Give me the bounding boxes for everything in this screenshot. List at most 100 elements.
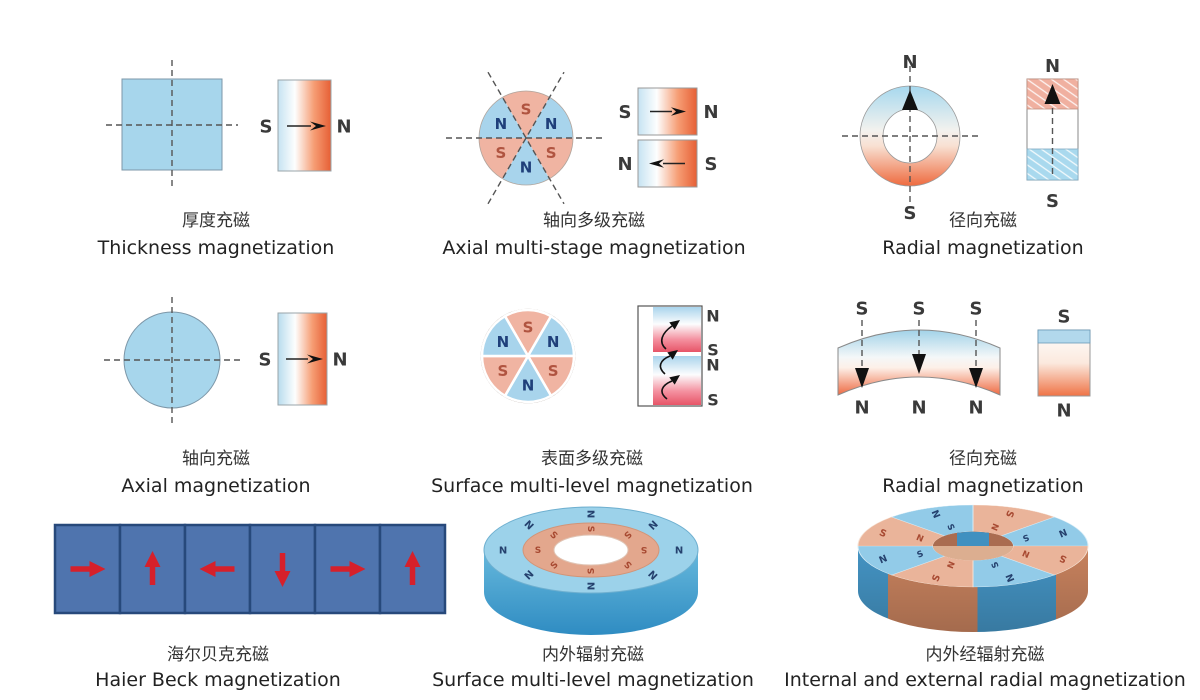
- sector-letter: S: [497, 362, 508, 380]
- sector-letter: S: [548, 362, 559, 380]
- panel2-label-en: Axial multi-stage magnetization: [442, 237, 746, 259]
- panel9-label-en: Internal and external radial magnetizati…: [784, 669, 1186, 691]
- pole-letter-s: S: [587, 568, 597, 574]
- pole-label-n: N: [336, 116, 351, 137]
- pole-letter: N: [914, 533, 924, 545]
- pole-label-s: S: [260, 116, 273, 137]
- inner-pole-letters: S S S S S S S S: [535, 526, 647, 574]
- rect-magnet: [1037, 329, 1091, 397]
- sector-letter: S: [495, 144, 506, 162]
- panel2-label-zh: 轴向多级充磁: [543, 211, 645, 231]
- arrow-left-icon: [649, 159, 685, 168]
- panel7-label-zh: 海尔贝克充磁: [167, 645, 269, 665]
- arrow-left-icon: [199, 561, 235, 577]
- pole-label-n: N: [332, 349, 347, 370]
- pole-letter: S: [944, 523, 956, 532]
- pole-letter-s: S: [621, 528, 633, 540]
- pole-letter-s: S: [623, 558, 635, 570]
- pole-label: S: [705, 154, 718, 175]
- pole-letter-n: N: [499, 546, 507, 557]
- ring-side-shading: [858, 546, 1088, 632]
- sector-letter: S: [523, 318, 534, 336]
- pole-letter: N: [878, 553, 890, 566]
- pole-letter: N: [988, 521, 1000, 531]
- arrow-right-icon: [330, 561, 366, 577]
- arrow-up-icon: [902, 90, 918, 110]
- pole-letter-n: N: [675, 544, 683, 555]
- outer-pole-letters: S N S N S N S N: [877, 508, 1068, 583]
- pole-letter: S: [1021, 531, 1030, 543]
- pole-label: S: [707, 341, 719, 360]
- pole-label: N: [617, 154, 632, 175]
- pole-label-n: N: [1056, 400, 1071, 421]
- ring-top-face: [857, 504, 1089, 588]
- arrow-down-icon: [855, 368, 869, 388]
- arrow-down-icon: [912, 354, 926, 374]
- pole-letter-s: S: [547, 530, 559, 542]
- pole-label: S: [707, 391, 719, 410]
- pole-label: N: [703, 102, 718, 123]
- arrow-right-icon: [286, 354, 323, 364]
- arrow-up-icon: [144, 551, 161, 585]
- pole-label: S: [619, 102, 632, 123]
- panel6-label-en: Radial magnetization: [882, 475, 1084, 497]
- panel1-label-en: Thickness magnetization: [97, 237, 335, 259]
- inner-pole-letters: N S N S N S N S: [914, 521, 1031, 570]
- pole-label-n: N: [1045, 56, 1060, 77]
- surface-multilevel-diagram: S N S N S N N S N S: [480, 305, 720, 410]
- sector-letter: N: [495, 115, 508, 133]
- pole-letter-n: N: [587, 582, 598, 590]
- pole-label: N: [854, 397, 869, 418]
- pole-label: N: [911, 397, 926, 418]
- ring-hole: [553, 534, 629, 566]
- sector-letter: N: [497, 333, 510, 351]
- sector-letter: N: [522, 376, 535, 394]
- arrow-right-icon: [287, 121, 326, 131]
- surface-magnet: [637, 305, 703, 407]
- field-arrows: [855, 320, 983, 388]
- pole-letter: N: [1004, 572, 1017, 584]
- pole-letter: N: [946, 560, 958, 570]
- arrow-down-icon: [274, 553, 291, 587]
- six-pole-rotor: S N S N S N: [446, 71, 606, 205]
- pole-letter: S: [990, 560, 1002, 569]
- pole-label: S: [856, 298, 869, 319]
- pole-letter: S: [916, 549, 925, 561]
- pole-letter: N: [1021, 547, 1031, 559]
- arrow-up-icon: [1044, 84, 1061, 104]
- panel4-label-zh: 轴向充磁: [182, 449, 250, 469]
- pole-letter-s: S: [535, 546, 541, 556]
- pole-label: S: [913, 298, 926, 319]
- pole-label-s: S: [259, 349, 272, 370]
- flux-arrow-icon: [659, 325, 673, 400]
- ring-hole: [933, 531, 1013, 561]
- arrow-right-icon: [650, 107, 686, 116]
- arrow-right-icon: [70, 561, 106, 577]
- pole-letter-s: S: [585, 526, 595, 532]
- magnetization-arrows: [70, 551, 421, 587]
- thickness-magnetization-diagram: S N: [106, 60, 352, 190]
- panel4-label-en: Axial magnetization: [121, 475, 311, 497]
- segmented-ring-diagram: S N S N S N S N N S N S N S N S: [857, 504, 1089, 632]
- panel8-label-en: Surface multi-level magnetization: [432, 669, 754, 691]
- pole-label: N: [968, 397, 983, 418]
- panel3-label-zh: 径向充磁: [949, 211, 1017, 231]
- arrow-down-icon: [969, 368, 983, 388]
- pole-label-n: N: [902, 52, 917, 73]
- six-pole-rotor: S N S N S N: [480, 308, 576, 404]
- pole-label-s: S: [1046, 191, 1059, 212]
- ring-side-wall: [484, 550, 698, 635]
- axial-magnetization-diagram: S N: [104, 297, 348, 427]
- arc-radial-diagram: S S S N N N S N: [837, 298, 1091, 421]
- panel8-label-zh: 内外辐射充磁: [542, 645, 644, 665]
- pole-label-s: S: [904, 203, 917, 223]
- pole-label: S: [970, 298, 983, 319]
- halbach-bar: [53, 523, 447, 615]
- outer-pole-letters: N N N N N N N N: [499, 510, 683, 590]
- sector-letter: N: [545, 115, 558, 133]
- sector-letter: N: [547, 333, 560, 351]
- pole-letter: N: [1057, 526, 1069, 539]
- panel9-label-zh: 内外经辐射充磁: [925, 645, 1045, 665]
- pole-label: N: [706, 307, 719, 326]
